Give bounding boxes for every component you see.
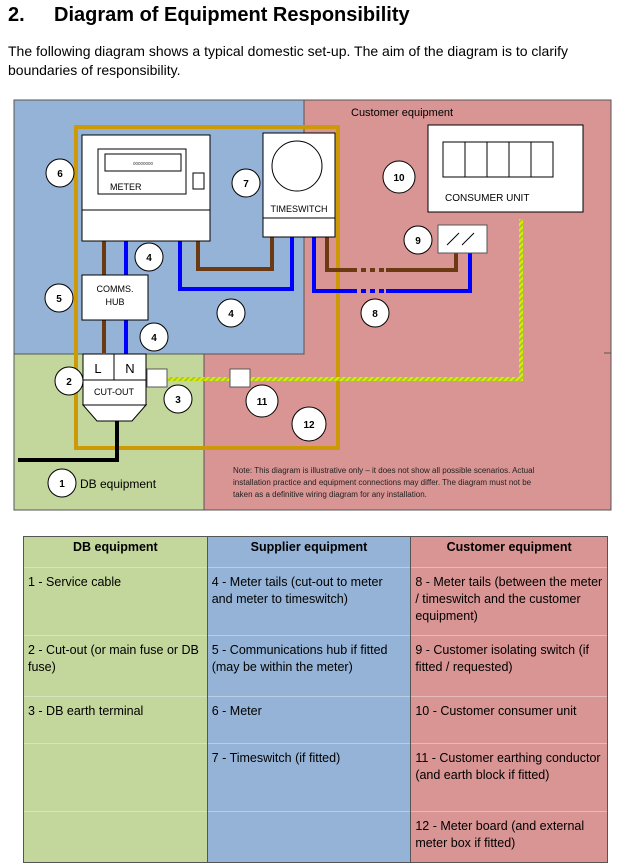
- table-row: 12 - Meter board (and external meter box…: [23, 811, 608, 863]
- neutral-tail-to-isolator: [312, 237, 352, 293]
- svg-text:8: 8: [372, 309, 378, 320]
- note-line-3: taken as a definitive wiring diagram for…: [233, 490, 427, 499]
- svg-text:2: 2: [66, 377, 72, 388]
- isolating-switch: [437, 224, 488, 254]
- table-cell: 1 - Service cable: [23, 567, 208, 636]
- earth-conductor: [167, 219, 523, 381]
- table-cell: 11 - Customer earthing conductor (and ea…: [410, 743, 608, 812]
- svg-text:5: 5: [56, 294, 62, 305]
- table-row: 7 - Timeswitch (if fitted) 11 - Customer…: [23, 743, 608, 812]
- note-line-2: installation practice and equipment conn…: [233, 478, 532, 487]
- comms-hub-label-2: HUB: [105, 297, 124, 307]
- marker-7: 7: [231, 168, 261, 198]
- marker-11: 1111: [245, 384, 279, 418]
- marker-9: 9: [403, 225, 433, 255]
- zone-db-label: DB equipment: [80, 477, 157, 491]
- header-db: DB equipment: [23, 536, 208, 568]
- svg-text:12: 12: [303, 420, 315, 431]
- marker-1: 1: [47, 468, 77, 498]
- meter-label: METER: [110, 182, 142, 192]
- cut-out: L N CUT-OUT: [81, 353, 148, 422]
- live-tail-meter-timeswitch: [196, 237, 274, 271]
- comms-hub-label-1: COMMS.: [97, 284, 134, 294]
- customer-earth-block: [229, 368, 251, 388]
- meter-display: 00000000: [133, 161, 154, 166]
- cutout-label: CUT-OUT: [94, 387, 134, 397]
- neutral-tail-meter-timeswitch: [178, 237, 294, 291]
- svg-text:4: 4: [228, 309, 234, 320]
- svg-text:3: 3: [175, 395, 181, 406]
- cutout-live: L: [94, 361, 101, 376]
- svg-text:9: 9: [415, 236, 421, 247]
- db-earth-terminal: [146, 368, 168, 388]
- marker-4a: 4: [134, 242, 164, 272]
- table-cell: 5 - Communications hub if fitted (may be…: [206, 635, 412, 697]
- svg-text:4: 4: [151, 333, 157, 344]
- table-header-row: DB equipment Supplier equipment Customer…: [23, 536, 608, 568]
- table-cell: [23, 743, 208, 812]
- table-cell: 7 - Timeswitch (if fitted): [206, 743, 412, 812]
- section-number: 2.: [8, 4, 25, 26]
- marker-6: 6: [45, 158, 75, 188]
- comms-hub: COMMS. HUB: [81, 274, 149, 321]
- table-cell: 12 - Meter board (and external meter box…: [410, 811, 608, 863]
- table-cell: 3 - DB earth terminal: [23, 696, 208, 744]
- table-cell: 10 - Customer consumer unit: [410, 696, 608, 744]
- marker-8: 8: [360, 298, 390, 328]
- meter-board-outline: [74, 125, 340, 450]
- marker-10: 10: [382, 160, 416, 194]
- svg-text:4: 4: [146, 253, 152, 264]
- table-row: 1 - Service cable 4 - Meter tails (cut-o…: [23, 567, 608, 636]
- header-supplier: Supplier equipment: [206, 536, 412, 568]
- table-cell: 9 - Customer isolating switch (if fitted…: [410, 635, 608, 697]
- svg-text:6: 6: [57, 169, 63, 180]
- service-cable: [18, 417, 119, 462]
- marker-4b: 4: [216, 298, 246, 328]
- marker-12: 12: [291, 406, 327, 442]
- marker-4c: 4: [139, 322, 169, 352]
- table-row: 3 - DB earth terminal 6 - Meter 10 - Cus…: [23, 696, 608, 744]
- live-tail-isolator-end: [386, 253, 458, 272]
- intro-paragraph: The following diagram shows a typical do…: [8, 43, 568, 78]
- marker-2: 2: [54, 366, 84, 396]
- table-cell: [206, 811, 412, 863]
- live-tail-to-isolator: [325, 237, 352, 272]
- svg-text:11: 11: [257, 397, 268, 408]
- header-customer: Customer equipment: [410, 536, 608, 568]
- timeswitch: TIMESWITCH: [262, 132, 336, 238]
- responsibility-table: DB equipment Supplier equipment Customer…: [23, 536, 608, 863]
- table-cell: 6 - Meter: [206, 696, 412, 744]
- consumer-unit-label: CONSUMER UNIT: [445, 193, 529, 204]
- note-line-1: Note: This diagram is illustrative only …: [233, 466, 535, 475]
- section-heading: 2. Diagram of Equipment Responsibility: [8, 4, 410, 27]
- table-cell: 2 - Cut-out (or main fuse or DB fuse): [23, 635, 208, 697]
- meter: 00000000 METER: [81, 134, 211, 242]
- section-title: Diagram of Equipment Responsibility: [54, 4, 410, 26]
- responsibility-table-wrap: DB equipment Supplier equipment Customer…: [23, 536, 608, 863]
- table-row: 2 - Cut-out (or main fuse or DB fuse) 5 …: [23, 635, 608, 697]
- marker-5: 5: [44, 283, 74, 313]
- cutout-neutral: N: [125, 361, 134, 376]
- timeswitch-label: TIMESWITCH: [271, 204, 328, 214]
- neutral-tail-isolator-end: [386, 253, 472, 293]
- svg-text:1: 1: [59, 479, 65, 490]
- marker-3: 3: [163, 384, 193, 414]
- table-cell: 4 - Meter tails (cut-out to meter and me…: [206, 567, 412, 636]
- zone-customer-label: Customer equipment: [351, 107, 453, 119]
- svg-text:10: 10: [393, 173, 405, 184]
- equipment-responsibility-diagram: Customer equipment 00000000 METER TIMESW…: [0, 95, 621, 520]
- consumer-unit: CONSUMER UNIT: [427, 124, 584, 213]
- svg-text:7: 7: [243, 179, 249, 190]
- table-cell: [23, 811, 208, 863]
- table-cell: 8 - Meter tails (between the meter / tim…: [410, 567, 608, 636]
